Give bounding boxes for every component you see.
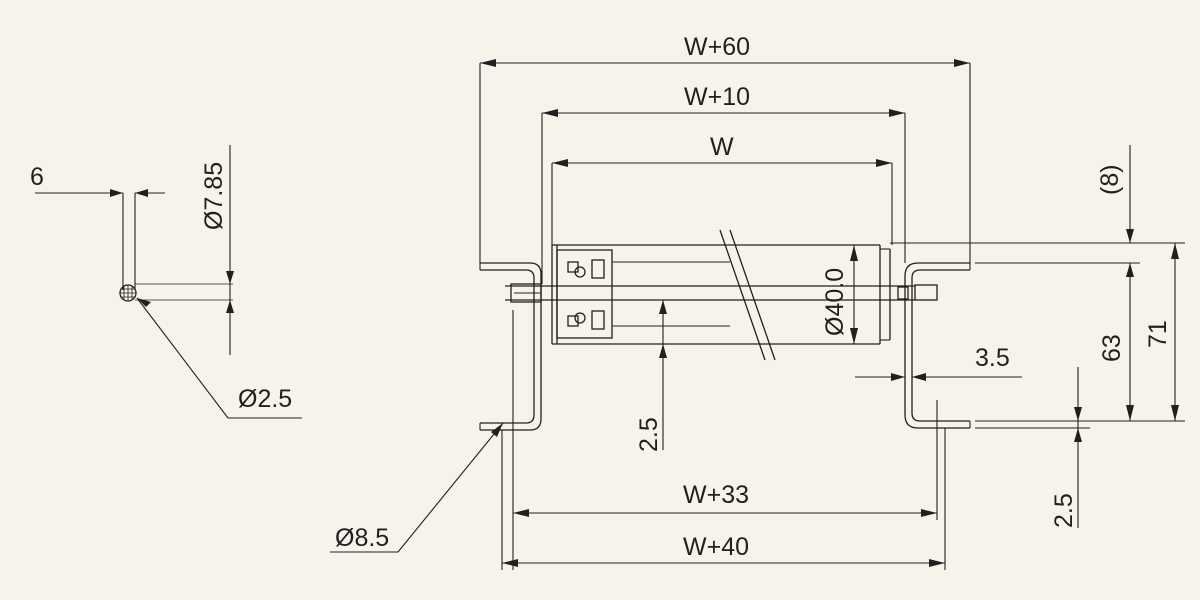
shaft-end-detail: 6 Ø7.85 Ø2.5 xyxy=(30,145,302,419)
shaft-outer-diameter-label: Ø7.85 xyxy=(200,162,228,230)
bracket-w33-label: W+33 xyxy=(683,481,749,509)
height-63-label: 63 xyxy=(1098,334,1126,362)
roller-side-view xyxy=(479,229,971,431)
top-gap-label: (8) xyxy=(1096,164,1124,195)
roller-diameter-label: Ø40.0 xyxy=(821,268,849,336)
roller-width-label: W xyxy=(710,133,734,161)
bracket-thickness-label: 3.5 xyxy=(975,344,1010,372)
horizontal-dimensions: W+60 W+10 W W+33 W+40 3.5 xyxy=(479,33,1022,570)
bracket-w40-label: W+40 xyxy=(683,533,749,561)
shaft-pitch-label: 6 xyxy=(30,163,44,191)
overall-w60-label: W+60 xyxy=(684,33,750,61)
hole-diameter-leader: Ø8.5 xyxy=(330,422,504,553)
shaft-inner-diameter-label: Ø2.5 xyxy=(238,385,292,413)
overall-w10-label: W+10 xyxy=(684,83,750,111)
hole-diameter-label: Ø8.5 xyxy=(335,524,389,552)
bottom-thickness-label: 2.5 xyxy=(1050,493,1078,528)
vertical-dimensions: Ø40.0 2.5 (8) 63 71 2.5 xyxy=(635,145,1185,528)
flange-offset-label: 2.5 xyxy=(635,417,663,452)
height-71-label: 71 xyxy=(1144,320,1172,348)
